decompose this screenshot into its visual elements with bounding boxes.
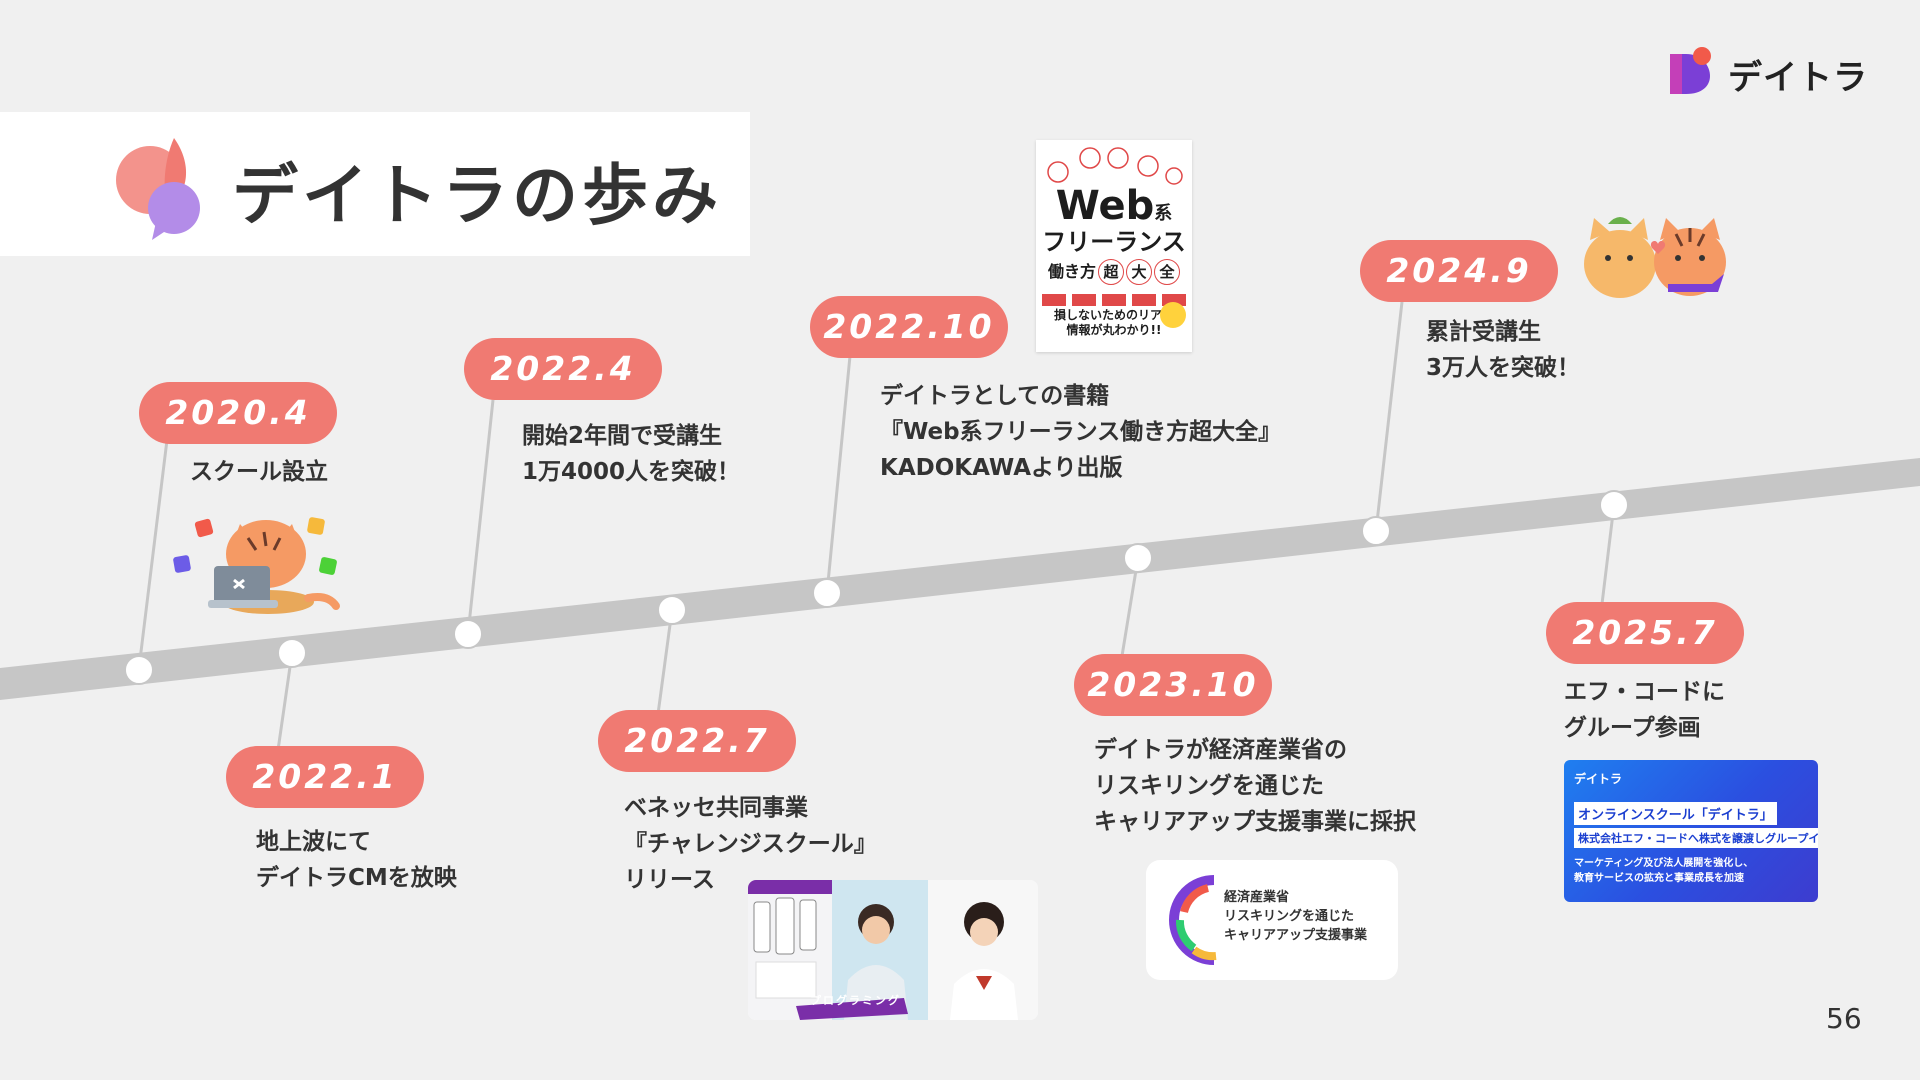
book-badge-1: 超 — [1098, 259, 1124, 285]
desc-line: エフ・コードに — [1564, 679, 1725, 705]
desc-line: 1万4000人を突破！ — [522, 459, 741, 485]
meti-line: リスキリングを通じた — [1224, 909, 1355, 924]
brand-name: デイトラ — [1728, 58, 1868, 98]
date-pill-2022-7: 2022.7 — [598, 710, 796, 772]
date-pill-2023-10: 2023.10 — [1074, 654, 1272, 716]
page-title: デイトラの歩み — [232, 157, 722, 234]
title-logo-icon — [116, 138, 200, 240]
node-2022-4 — [453, 619, 483, 649]
milestone-desc-2022-10: デイトラとしての書籍 『Web系フリーランス働き方超大全』 KADOKAWAより… — [880, 378, 1281, 486]
stem-2024-9 — [1374, 301, 1404, 532]
node-2022-7 — [657, 595, 687, 625]
fcode-body-line: 教育サービスの拡充と事業成長を加速 — [1574, 873, 1744, 884]
book-cover-image: Web系 フリーランス 働き方超大全 損しないためのリアル 情報が丸わかり!! — [1036, 140, 1192, 352]
stem-2022-1 — [276, 652, 294, 751]
book-subtitle-line1: 損しないためのリアル — [1054, 308, 1174, 322]
milestone-desc-2022-7: ベネッセ共同事業 『チャレンジスクール』 リリース — [624, 790, 877, 898]
fcode-body-line: マーケティング及び法人展開を強化し、 — [1574, 858, 1754, 869]
brand-mark-icon — [1670, 47, 1711, 94]
book-yellow-badge-icon — [1160, 302, 1186, 328]
book-title-web-suffix: 系 — [1154, 203, 1173, 224]
desc-line: 累計受講生 — [1426, 319, 1541, 345]
book-title-web: Web — [1055, 183, 1155, 229]
date-pill-2022-1: 2022.1 — [226, 746, 424, 808]
book-feature-row — [1042, 294, 1186, 306]
milestone-desc-2022-1: 地上波にて デイトラCMを放映 — [256, 824, 457, 896]
challenge-photo-label: プログラミング — [810, 994, 901, 1007]
fcode-announcement-card: デイトラ オンラインスクール「デイトラ」 株式会社エフ・コードへ株式を譲渡しグル… — [1564, 760, 1818, 902]
desc-line: 開始2年間で受講生 — [522, 423, 723, 449]
stem-2022-10 — [825, 355, 852, 594]
book-title-ways: 働き方 — [1047, 262, 1096, 281]
challenge-school-photo — [748, 880, 1038, 1020]
fcode-card-subline: 株式会社エフ・コードへ株式を譲渡しグループイン — [1574, 828, 1818, 848]
cat-tiger-illustration — [1584, 217, 1726, 298]
milestone-desc-2022-4: 開始2年間で受講生 1万4000人を突破！ — [522, 418, 740, 490]
book-subtitle: 損しないためのリアル 情報が丸わかり!! — [1040, 308, 1188, 338]
desc-line: グループ参画 — [1564, 715, 1701, 741]
book-circles-decoration — [1047, 147, 1183, 185]
stem-2022-7 — [656, 609, 674, 715]
book-badge-2: 大 — [1126, 259, 1152, 285]
node-2023-10 — [1123, 543, 1153, 573]
meti-logo-icon — [1169, 875, 1217, 965]
fcode-card-body: マーケティング及び法人展開を強化し、 教育サービスの拡充と事業成長を加速 — [1574, 856, 1753, 886]
desc-line: スクール設立 — [190, 459, 328, 485]
stem-2023-10 — [1120, 557, 1140, 657]
node-2022-10 — [812, 578, 842, 608]
desc-line: リリース — [624, 867, 715, 893]
desc-line: キャリアアップ支援事業に採択 — [1094, 809, 1416, 835]
milestone-desc-2025-7: エフ・コードに グループ参画 — [1564, 674, 1725, 746]
date-pill-2024-9: 2024.9 — [1360, 240, 1558, 302]
meti-line: キャリアアップ支援事業 — [1224, 928, 1368, 943]
desc-line: 『チャレンジスクール』 — [624, 831, 877, 857]
milestone-desc-2024-9: 累計受講生 3万人を突破！ — [1426, 314, 1580, 386]
node-2020-4 — [124, 655, 154, 685]
milestone-desc-2023-10: デイトラが経済産業省の リスキリングを通じた キャリアアップ支援事業に採択 — [1094, 732, 1416, 840]
fcode-card-headline: オンラインスクール「デイトラ」 — [1574, 802, 1777, 825]
date-pill-2022-4: 2022.4 — [464, 338, 662, 400]
meti-logo-text: 経済産業省 リスキリングを通じた キャリアアップ支援事業 — [1224, 888, 1367, 945]
challenge-school-image: プログラミング — [748, 880, 1038, 1020]
fcode-card-brand: デイトラ — [1574, 772, 1623, 786]
desc-line: デイトラCMを放映 — [256, 865, 457, 891]
book-badge-3: 全 — [1154, 259, 1180, 285]
desc-line: KADOKAWAより出版 — [880, 455, 1123, 481]
slide-title-box: デイトラの歩み — [0, 112, 750, 256]
desc-line: ベネッセ共同事業 — [624, 795, 808, 821]
page-number: 56 — [1826, 1002, 1862, 1035]
stem-2020-4 — [137, 439, 169, 669]
stem-2025-7 — [1600, 504, 1616, 605]
date-pill-2022-10: 2022.10 — [810, 296, 1008, 358]
date-pill-2025-7: 2025.7 — [1546, 602, 1744, 664]
desc-line: デイトラが経済産業省の — [1094, 737, 1347, 763]
book-subtitle-line2: 情報が丸わかり!! — [1066, 323, 1162, 337]
tiger-laptop-illustration — [173, 517, 340, 614]
milestone-desc-2020-4: スクール設立 — [190, 454, 328, 490]
node-2024-9 — [1361, 516, 1391, 546]
date-pill-2020-4: 2020.4 — [139, 382, 337, 444]
node-2025-7 — [1599, 490, 1629, 520]
meti-logo-card: 経済産業省 リスキリングを通じた キャリアアップ支援事業 — [1146, 860, 1398, 980]
book-title-main: フリーランス — [1042, 228, 1186, 256]
desc-line: リスキリングを通じた — [1094, 773, 1324, 799]
node-2022-1 — [277, 638, 307, 668]
desc-line: 地上波にて — [256, 829, 371, 855]
stem-2022-4 — [466, 399, 495, 635]
desc-line: 『Web系フリーランス働き方超大全』 — [880, 419, 1282, 445]
desc-line: 3万人を突破！ — [1426, 355, 1581, 381]
desc-line: デイトラとしての書籍 — [880, 383, 1110, 409]
meti-line: 経済産業省 — [1224, 890, 1290, 905]
